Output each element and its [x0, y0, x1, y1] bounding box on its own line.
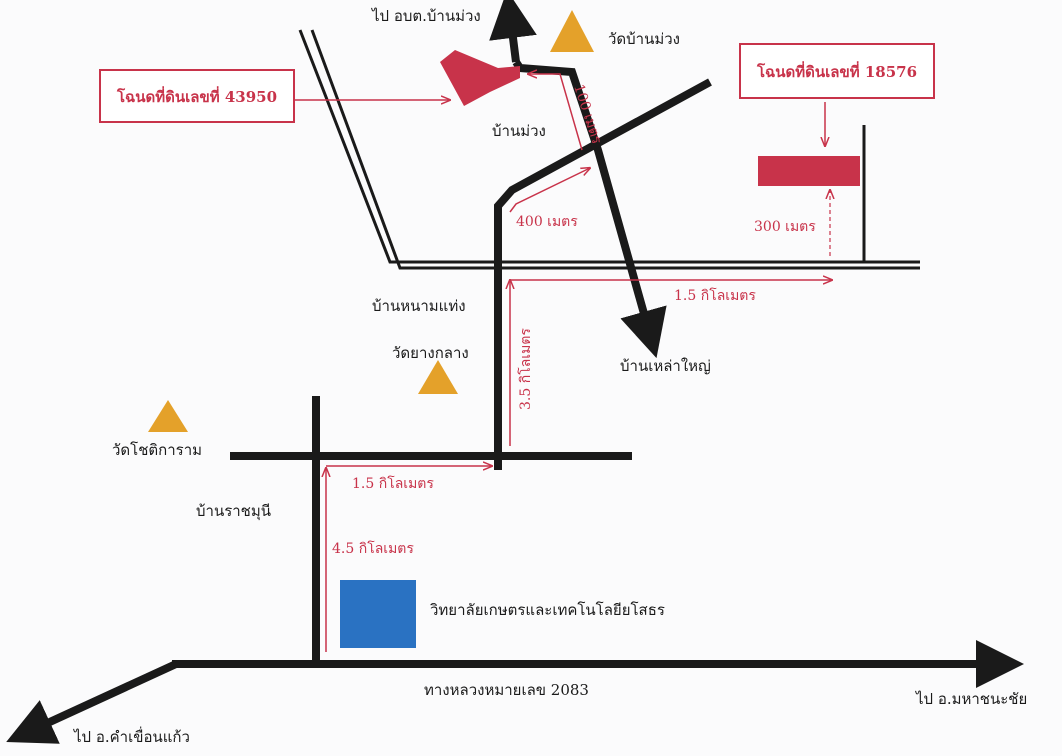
parcel-43950-shape: [440, 50, 520, 106]
distance-100m: 100 เมตร: [570, 82, 604, 146]
label-wat-ban-muang: วัดบ้านม่วง: [608, 30, 680, 48]
road-to-obt-arrow: [489, 0, 537, 63]
label-to-maha-chana-chai: ไป อ.มหาชนะชัย: [915, 690, 1027, 708]
distance-300m: 300 เมตร: [754, 219, 816, 235]
label-ban-ratchamuni: บ้านราชมุนี: [196, 502, 271, 521]
label-ban-muang: บ้านม่วง: [492, 122, 546, 140]
label-highway: ทางหลวงหมายเลข 2083: [424, 681, 589, 699]
temple-icon: [550, 10, 594, 52]
distance-4-5km: 4.5 กิโลเมตร: [332, 540, 414, 557]
road-to-ban-lao-yai: [512, 59, 667, 359]
temple-icon: [418, 360, 458, 394]
label-to-kham-khuean-kaeo: ไป อ.คำเขื่อนแก้ว: [73, 726, 190, 746]
parcel-43950-box: โฉนดที่ดินเลขที่ 43950: [99, 69, 295, 123]
label-wat-yang-klang: วัดยางกลาง: [392, 344, 469, 362]
college-icon: [340, 580, 416, 648]
distance-1-5km-bottom: 1.5 กิโลเมตร: [352, 475, 434, 492]
distance-1-5km-top: 1.5 กิโลเมตร: [674, 287, 756, 304]
double-road: [298, 29, 920, 270]
road-ban-muang: [494, 78, 712, 470]
label-to-obt: ไป อบต.บ้านม่วง: [371, 7, 481, 25]
parcel-18576-shape: [758, 156, 860, 186]
distance-3-5km: 3.5 กิโลเมตร: [517, 328, 534, 410]
parcel-43950-label: โฉนดที่ดินเลขที่ 43950: [116, 86, 277, 106]
parcel-18576-box: โฉนดที่ดินเลขที่ 18576: [739, 43, 935, 99]
parcel-18576-label: โฉนดที่ดินเลขที่ 18576: [756, 61, 917, 81]
label-wat-chotikaram: วัดโชติการาม: [112, 441, 202, 459]
distance-arrows: [292, 74, 832, 652]
label-ban-lao-yai: บ้านเหล่าใหญ่: [620, 357, 711, 375]
label-ban-nong-mae-tang: บ้านหนามแท่ง: [372, 297, 466, 315]
temple-icon: [148, 400, 188, 432]
distance-400m: 400 เมตร: [516, 214, 578, 230]
highway-west-arrow: [6, 660, 178, 744]
label-college: วิทยาลัยเกษตรและเทคโนโลยียโสธร: [429, 601, 665, 619]
